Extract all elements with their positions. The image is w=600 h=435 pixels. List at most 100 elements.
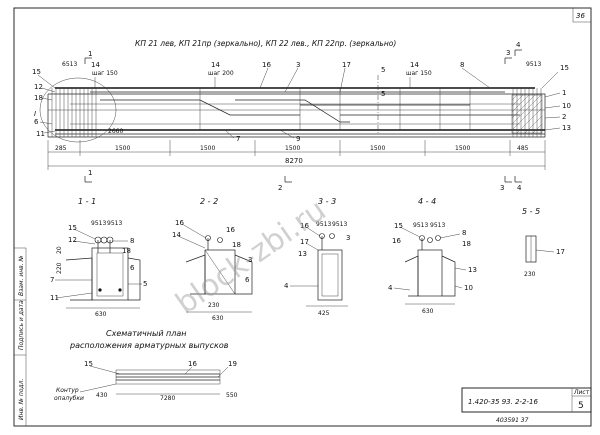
s2-label-16-b: 16 [226,226,235,234]
pos-14-b: 14 [211,61,220,69]
list-label: Лист [573,389,590,396]
plan-dim-550: 550 [226,392,238,399]
plan-dim-430: 430 [96,392,108,399]
plan-dim-7280: 7280 [160,395,175,402]
s1-dim-630: 630 [95,311,107,318]
pos-2: 2 [562,113,566,121]
page-number: 36 [576,12,585,20]
s4-label-18: 18 [462,240,471,248]
pos-16: 16 [262,61,271,69]
cut-1-top: 1 [88,50,92,58]
s3-label-4: 4 [284,282,289,290]
mark-shag200: шаг 200 [208,70,234,77]
pos-3: 3 [296,61,300,69]
s1-dim-20: 20 [56,246,63,254]
s3-dim-425: 425 [318,310,330,317]
section-3-3: 3 - 3 16 17 13 4 3 9513 9513 425 [284,197,350,317]
plan-contour-line1: Контур [56,387,79,394]
s2-label-16: 16 [175,219,184,227]
s2-label-6: 6 [245,276,250,284]
dim-1500-e: 1500 [455,145,470,152]
s1-label-8: 8 [130,237,134,245]
s2-dim-630: 630 [212,315,224,322]
section-1-title: 1 - 1 [78,197,96,206]
title-block: 1.420-35 93. 2-2-16 Лист 5 403591 37 [461,387,592,424]
s1-dim-220: 220 [56,262,63,274]
side-stamp-sign: Подпись и дата [18,300,25,350]
section-5-title: 5 - 5 [522,207,540,216]
cut-4-top: 4 [516,41,521,49]
s4-label-15: 15 [394,222,403,230]
pos-10: 10 [562,102,571,110]
dim-1500-d: 1500 [370,145,385,152]
section-3-title: 3 - 3 [318,197,336,206]
s1-label-5: 5 [143,280,147,288]
s1-label-7: 7 [50,276,54,284]
section-5-5: 5 - 5 17 230 [522,207,565,278]
pos-15: 15 [32,68,41,76]
mark-shag150-b: шаг 150 [406,70,432,77]
s1-label-15: 15 [68,224,77,232]
pos-12: 12 [34,83,43,91]
side-stamp-inv: Инв. № подл. [18,379,25,420]
plan-label-15: 15 [84,360,93,368]
s4-label-13: 13 [468,266,477,274]
pos-18: 18 [34,94,43,102]
dim-285: 285 [55,145,67,152]
s4-label-4: 4 [388,284,393,292]
s4-dim-630: 630 [422,308,434,315]
list-number: 5 [578,401,584,411]
s4-label-8: 8 [462,229,466,237]
cut-5-mid: 5 [381,90,385,98]
pos-15-right: 15 [560,64,569,72]
dim-485: 485 [517,145,529,152]
dim-1500-a: 1500 [115,145,130,152]
sheet-frame [13,7,592,427]
pos-7: 7 [236,135,240,143]
schematic-plan: Схематичный план расположения арматурных… [54,329,238,402]
s5-dim-230: 230 [524,271,536,278]
cut-4-bottom: 4 [517,184,522,192]
plan-title-line1: Схематичный план [106,329,187,338]
plan-contour-line2: опалубки [54,395,84,402]
cut-3-bottom: 3 [500,184,504,192]
watermark-text: block-zbi.ru [170,193,333,322]
cut-5-top: 5 [381,66,385,74]
pos-14-a: 14 [91,61,100,69]
s1-label-18: 18 [122,247,131,255]
cut-1-bottom: 1 [88,169,92,177]
s1-label-12: 12 [68,236,77,244]
pos-8: 8 [460,61,464,69]
dim-total-8270: 8270 [285,157,303,165]
mark-9513: 9513 [526,61,541,68]
pos-13: 13 [562,124,571,132]
section-1-1: 1 - 1 15 12 8 18 7 11 6 5 9513 9513 220 … [50,197,147,318]
s1-dim-9513-b: 9513 [107,220,122,227]
pos-14-c: 14 [410,61,419,69]
s1-label-11: 11 [50,294,59,302]
pos-9: 9 [296,135,300,143]
s2-label-3: 3 [248,256,252,264]
mark-2660: 2660 [108,128,123,135]
cut-2-bottom: 2 [278,184,282,192]
s4-dim-9513-a: 9513 [413,222,428,229]
s4-label-16: 16 [392,237,401,245]
dim-1500-c: 1500 [285,145,300,152]
plan-label-19: 19 [228,360,237,368]
mark-6513: 6513 [62,61,77,68]
s3-label-3: 3 [346,234,350,242]
section-2-title: 2 - 2 [200,197,218,206]
side-stamp-box [13,247,27,427]
s4-dim-9513-b: 9513 [430,222,445,229]
s3-label-13: 13 [298,250,307,258]
plan-title-line2: расположения арматурных выпусков [69,341,229,350]
pos-11: 11 [36,130,45,138]
drawing-code: 1.420-35 93. 2-2-16 [468,398,538,406]
side-stamp-replace: Взам. инв. № [18,255,25,296]
cut-I: I [34,110,36,118]
mark-shag150-a: шаг 150 [92,70,118,77]
s4-label-10: 10 [464,284,473,292]
s2-label-14: 14 [172,231,181,239]
elevation-view: 15 12 18 6 11 I 6513 14 шаг 150 14 шаг 2… [32,41,571,192]
